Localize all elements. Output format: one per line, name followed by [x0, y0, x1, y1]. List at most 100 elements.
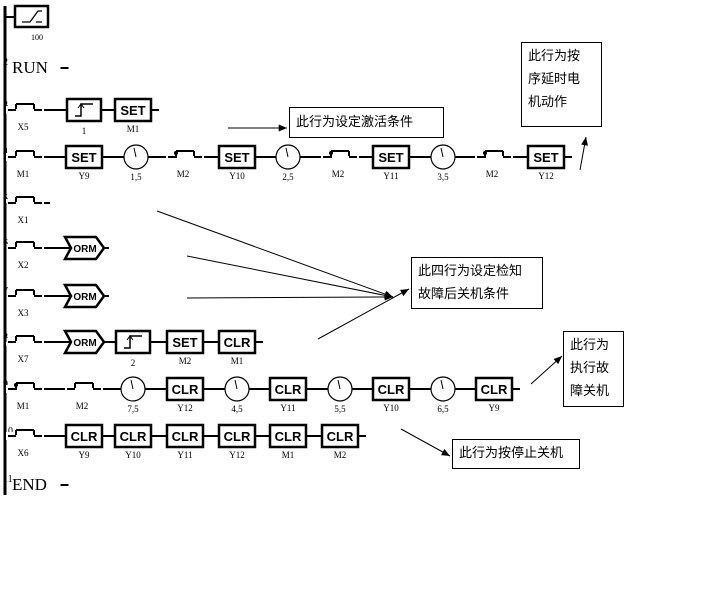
element-label: X3: [18, 308, 29, 318]
element-label: M1: [17, 401, 30, 411]
coil-box: [526, 144, 566, 170]
rung-label: RUN: [12, 58, 48, 77]
rung-number: 5: [3, 193, 8, 204]
contact-X3: X3: [6, 289, 44, 318]
element-label: M1: [282, 450, 295, 460]
rung-number: 10: [3, 426, 13, 437]
coil-box: [268, 423, 308, 449]
note-fault-condition: 此四行为设定检知 故障后关机条件: [411, 257, 543, 309]
orm-block: [62, 235, 106, 261]
element-label: Y11: [383, 171, 398, 181]
orm-ORM: ORM: [62, 283, 106, 309]
coil-box: [165, 423, 205, 449]
func-1: 1: [65, 97, 103, 136]
timer-6,5: 6,5: [430, 376, 456, 414]
arrow-sequence: [579, 136, 588, 171]
coil-text: SET: [120, 103, 145, 118]
coil-box: [474, 376, 514, 402]
rung-number: 4: [3, 147, 8, 158]
element-label: X1: [18, 215, 29, 225]
element-label: 5,5: [334, 404, 346, 414]
element-label: 6,5: [437, 404, 449, 414]
rung-2: 2 RUN: [3, 57, 69, 77]
orm-block: [62, 283, 106, 309]
coil-text: CLR: [378, 382, 405, 397]
ncontact-M1: M1: [6, 382, 44, 411]
contact-X7: X7: [6, 335, 44, 364]
orm-block: [62, 329, 106, 355]
switch-icon: [22, 10, 42, 23]
coil-box: [268, 376, 308, 402]
element-label: 2,5: [282, 172, 294, 182]
ncontact-M2: M2: [166, 150, 204, 179]
element-label: M1: [17, 169, 30, 179]
contact-M1: M1: [6, 150, 44, 179]
element-label: M2: [179, 356, 192, 366]
orm-text: ORM: [73, 292, 96, 303]
element-label: 2: [131, 358, 136, 368]
contact-X2: X2: [6, 241, 44, 270]
arrow-fault-4: [317, 288, 410, 340]
element-label: 1: [82, 126, 87, 136]
arrow-fault-2: [186, 255, 394, 299]
rung-7: 7X3ORM: [3, 283, 109, 318]
element-label: X7: [18, 354, 29, 364]
coil-text: CLR: [172, 429, 199, 444]
rung-number: 2: [3, 57, 8, 68]
orm-text: ORM: [73, 338, 96, 349]
coil-box: [64, 144, 104, 170]
element-label: 3,5: [437, 172, 449, 182]
rung-6: 6X2ORM: [3, 235, 109, 270]
element-label: 7,5: [127, 404, 139, 414]
coil-box: [165, 329, 205, 355]
element-label: M2: [177, 169, 190, 179]
element-label: M2: [332, 169, 345, 179]
coil-box: [217, 423, 257, 449]
coil-text: SET: [224, 150, 249, 165]
note-activation: 此行为设定激活条件: [289, 107, 444, 138]
timer-5,5: 5,5: [327, 376, 353, 414]
element-label: Y10: [229, 171, 245, 181]
coil-text: CLR: [224, 335, 251, 350]
note-stop: 此行为按停止关机: [452, 439, 580, 469]
coil-text: CLR: [327, 429, 354, 444]
element-label: Y12: [229, 450, 245, 460]
element-label: M2: [486, 169, 499, 179]
element-label: X6: [18, 448, 29, 458]
element-label: Y9: [79, 171, 90, 181]
orm-ORM: ORM: [62, 329, 106, 355]
note-fault-exec: 此行为 执行故 障关机: [563, 331, 624, 407]
coil-box: [320, 423, 360, 449]
element-label: Y12: [177, 403, 193, 413]
coil-text: CLR: [224, 429, 251, 444]
contact-X5: X5: [6, 103, 44, 132]
timer-4,5: 4,5: [224, 376, 250, 414]
coil-text: SET: [172, 335, 197, 350]
coil-text: CLR: [120, 429, 147, 444]
element-label: X2: [18, 260, 29, 270]
element-label: Y12: [538, 171, 554, 181]
coil-Y12: CLR Y12: [217, 423, 257, 460]
rung-number: 3: [3, 100, 8, 111]
pulse-icon: [124, 335, 142, 349]
rung-label: END: [12, 475, 47, 494]
contact-X1: X1: [6, 196, 44, 225]
rung-number: 9: [3, 379, 8, 390]
orm-text: ORM: [73, 244, 96, 255]
element-label: Y11: [280, 403, 295, 413]
coil-box: [64, 423, 104, 449]
pulse-block: [65, 97, 103, 123]
switch-block: [13, 4, 50, 29]
element-label: Y9: [79, 450, 90, 460]
coil-text: CLR: [275, 429, 302, 444]
note-sequence: 此行为按 序延时电 机动作: [521, 42, 602, 127]
